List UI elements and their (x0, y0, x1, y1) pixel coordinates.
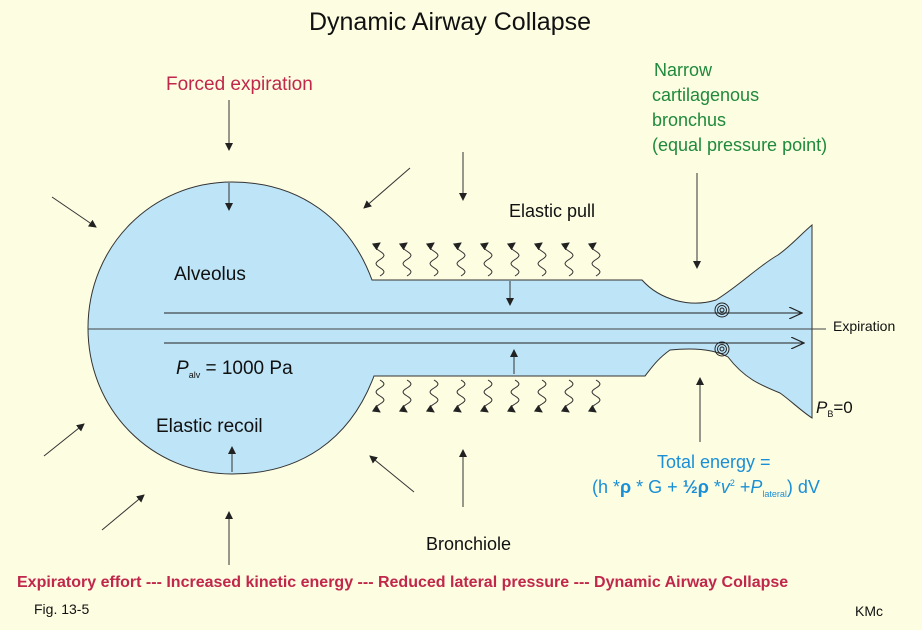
vortex-icon-upper (714, 302, 730, 318)
p-alv-subscript: alv (188, 370, 201, 380)
bottom-squiggle-arrow-8 (560, 379, 574, 413)
bronchiole-label: Bronchiole (426, 534, 512, 554)
bottom-squiggle-arrow-4 (452, 379, 466, 413)
eq-rho-2: ρ (697, 477, 709, 497)
bottom-squiggle-arrow-3 (425, 379, 439, 413)
eq-part-1: (h * (592, 477, 621, 497)
bottom-squiggle-arrow-9 (587, 379, 601, 413)
top-squiggle-arrow-2 (398, 242, 412, 277)
eq-lateral-sub: lateral (762, 489, 787, 499)
arrow-upper-mid-diagonal (363, 167, 411, 209)
pressure-arrows (43, 100, 704, 565)
bottom-squiggle-arrow-1 (371, 379, 385, 413)
elastic-pull-squiggles-bottom (371, 379, 601, 413)
pb-symbol: P (816, 398, 828, 417)
eq-part-4: + (734, 477, 751, 497)
alveolus-and-airway-shape (87, 181, 813, 475)
p-alv-value: = 1000 Pa (200, 358, 293, 379)
top-squiggle-arrow-1 (371, 242, 385, 277)
top-squiggle-arrow-5 (479, 242, 493, 277)
energy-equation: (h *ρ * G + ½ρ *v2 +Plateral) dV (592, 477, 820, 499)
bottom-squiggle-arrow-2 (398, 379, 412, 413)
p-alv-symbol: P (176, 358, 189, 379)
narrow-line-1: Narrow (654, 60, 713, 80)
narrow-line-3: bronchus (652, 110, 727, 130)
eq-v: v (720, 477, 730, 497)
eq-part-3: * (708, 477, 721, 497)
eq-half: ½ (682, 477, 698, 497)
bottom-squiggle-arrow-6 (506, 379, 520, 413)
arrow-lower-mid-diagonal (369, 455, 415, 493)
bottom-squiggle-arrow-5 (479, 379, 493, 413)
eq-v-sup: 2 (729, 478, 735, 488)
caption: Expiratory effort --- Increased kinetic … (17, 574, 789, 591)
top-squiggle-arrow-3 (425, 242, 439, 277)
top-squiggle-arrow-6 (506, 242, 520, 277)
arrow-lower-left-diagonal (43, 423, 85, 457)
alveolus-label: Alveolus (174, 264, 246, 285)
pb-subscript: B (827, 409, 834, 419)
eq-part-2: * G + (631, 477, 683, 497)
author-initials: KMc (855, 603, 883, 619)
narrow-line-4: (equal pressure point) (652, 135, 828, 155)
narrow-line-2: cartilagenous (652, 85, 760, 105)
top-squiggle-arrow-9 (587, 242, 601, 277)
alveolar-pressure-label: Palv = 1000 Pa (176, 358, 293, 380)
narrow-bronchus-label: Narrow cartilagenous bronchus (equal pre… (652, 58, 827, 158)
total-energy-label: Total energy = (657, 452, 771, 472)
expiration-label: Expiration (833, 318, 896, 334)
pb-value: =0 (833, 398, 853, 417)
elastic-recoil-label: Elastic recoil (156, 416, 263, 437)
forced-expiration-label: Forced expiration (166, 74, 313, 95)
elastic-pull-label: Elastic pull (509, 201, 596, 221)
figure-number: Fig. 13-5 (34, 601, 90, 617)
eq-p-lateral: P (750, 477, 763, 497)
elastic-pull-squiggles-top (371, 242, 601, 277)
arrow-lower-left-diagonal-2 (101, 494, 145, 531)
top-squiggle-arrow-7 (533, 242, 547, 277)
top-squiggle-arrow-4 (452, 242, 466, 277)
eq-rho-1: ρ (620, 477, 632, 497)
arrow-upper-left-diagonal (51, 196, 97, 228)
bottom-squiggle-arrow-7 (533, 379, 547, 413)
vortex-icon-lower (714, 341, 730, 357)
top-squiggle-arrow-8 (560, 242, 574, 277)
page-title: Dynamic Airway Collapse (308, 8, 592, 36)
pb-label: PB=0 (816, 398, 853, 419)
eq-part-5: ) dV (786, 477, 820, 497)
